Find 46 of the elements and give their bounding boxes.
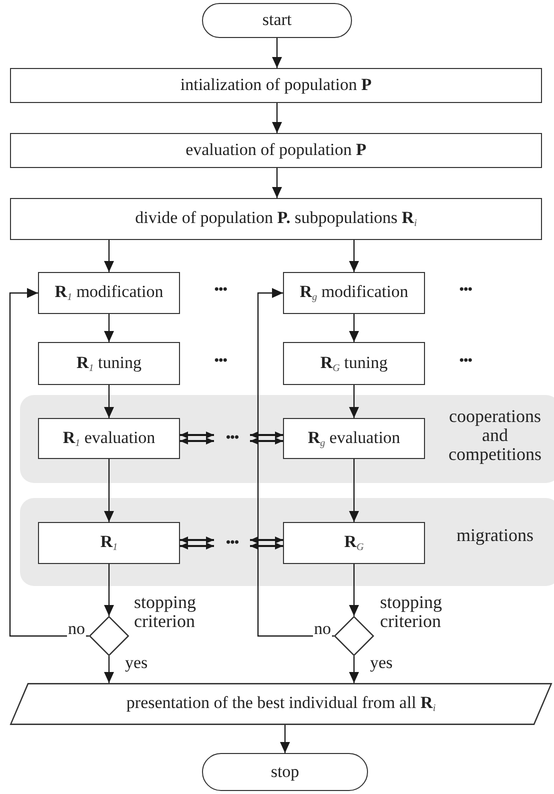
terminal-box: stop xyxy=(202,753,368,791)
arrow xyxy=(349,564,359,616)
ellipsis-text: ••• xyxy=(214,353,227,370)
arrow xyxy=(280,725,290,753)
arrow xyxy=(349,459,359,522)
ellipsis-text: ••• xyxy=(214,282,227,299)
arrow xyxy=(104,314,114,342)
arrow xyxy=(272,103,282,133)
process-box: R$_{g}$ modification xyxy=(283,272,425,314)
process-box: R$_{1}$ evaluation xyxy=(38,418,180,459)
process-box: R$_{G}$ xyxy=(283,522,425,564)
arrow xyxy=(272,168,282,198)
arrow xyxy=(349,314,359,342)
group-band xyxy=(20,498,554,586)
io-parallelogram: presentation of the best individual from all R$_{i}$ xyxy=(10,683,552,725)
arrow xyxy=(9,288,89,637)
condition-label: stopping criterion xyxy=(134,593,198,631)
process-box: R$_{g}$ evaluation xyxy=(283,418,425,459)
arrow xyxy=(349,385,359,418)
arrow xyxy=(104,656,114,683)
arrow xyxy=(104,459,114,522)
condition-label: stopping criterion xyxy=(380,593,444,631)
arrow xyxy=(349,240,359,272)
group-band xyxy=(20,395,554,483)
arrow xyxy=(104,385,114,418)
ellipsis-text: ••• xyxy=(459,282,472,299)
ellipsis-text: ••• xyxy=(459,353,472,370)
process-box: evaluation of population P xyxy=(10,133,542,168)
process-box: R$_{1}$ xyxy=(38,522,180,564)
group-label: migrations xyxy=(456,526,534,545)
arrow xyxy=(257,288,334,637)
decision-diamond xyxy=(89,616,129,656)
decision-diamond xyxy=(334,616,374,656)
process-box: R$_{G}$ tuning xyxy=(283,342,425,385)
process-box: intialization of population P xyxy=(10,68,542,103)
ellipsis-text: ••• xyxy=(214,533,250,553)
group-label: cooperations and competitions xyxy=(448,407,542,464)
arrow xyxy=(104,240,114,272)
process-box: R$_{1}$ tuning xyxy=(38,342,180,385)
terminal-box: start xyxy=(202,3,352,38)
process-box: divide of population P. subpopulations R$_{i}$ xyxy=(10,198,542,240)
arrow xyxy=(104,564,114,616)
arrow xyxy=(272,38,282,68)
ellipsis-text: ••• xyxy=(214,428,250,448)
arrow xyxy=(349,656,359,683)
process-box: R$_{1}$ modification xyxy=(38,272,180,314)
